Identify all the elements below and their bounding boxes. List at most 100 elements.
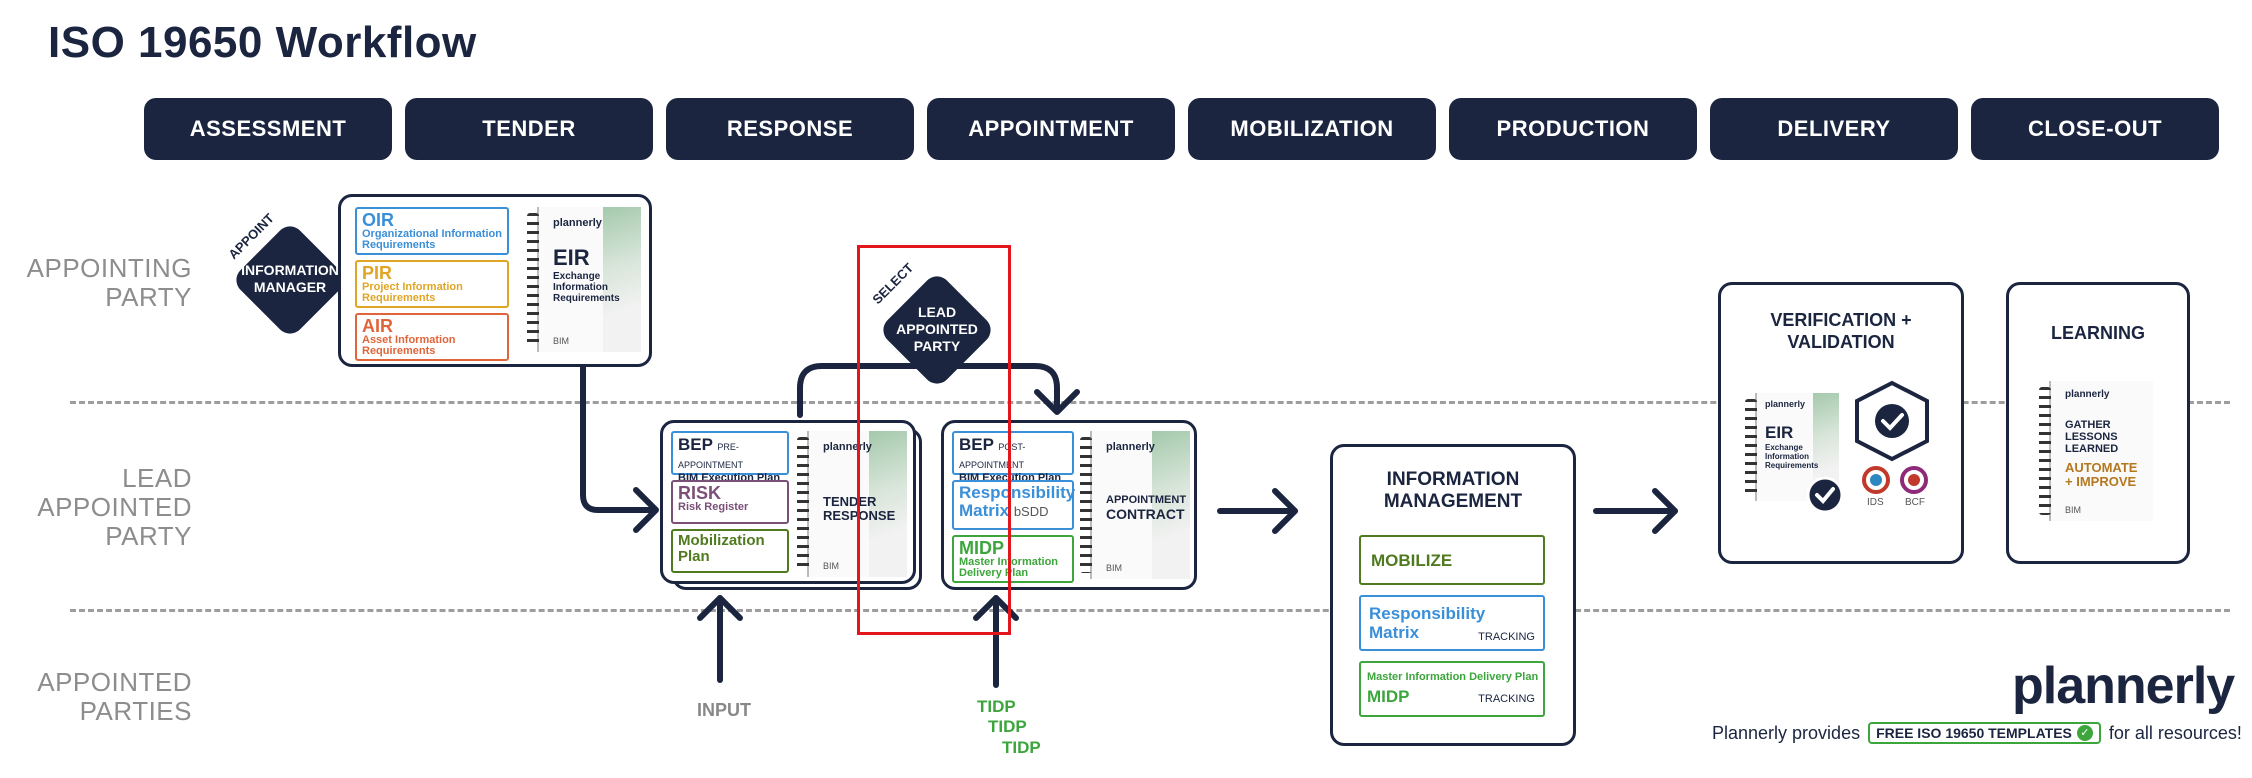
midp-abbr: MIDP bbox=[959, 538, 1004, 558]
swimlane-divider bbox=[70, 609, 2230, 612]
spiral-binding bbox=[2039, 387, 2051, 515]
book-accent-line: + IMPROVE bbox=[2065, 474, 2137, 489]
mobilization-plan-box[interactable]: Mobilization Plan bbox=[671, 529, 789, 573]
responsibility-tracking-box[interactable]: Responsibility Matrix TRACKING bbox=[1359, 595, 1545, 651]
mobilize-box[interactable]: MOBILIZE bbox=[1359, 535, 1545, 585]
cube-check-icon bbox=[1855, 380, 1929, 462]
input-label: INPUT bbox=[697, 700, 751, 720]
phase-assessment[interactable]: ASSESSMENT bbox=[144, 98, 392, 160]
oir-abbr: OIR bbox=[362, 210, 395, 230]
responsibility-matrix-box[interactable]: Responsibility Matrix bSDD bbox=[952, 480, 1076, 530]
tracking-label: TRACKING bbox=[1478, 693, 1535, 705]
row-label-line: APPOINTED bbox=[37, 667, 192, 697]
risk-text: Risk Register bbox=[678, 501, 749, 513]
info-mgmt-title: INFORMATION MANAGEMENT bbox=[1333, 469, 1573, 513]
row-label-line: LEAD bbox=[122, 463, 192, 493]
row-label-line: PARTY bbox=[105, 282, 192, 312]
book-subtitle-line: Requirements bbox=[1765, 461, 1819, 470]
risk-box[interactable]: RISK Risk Register bbox=[671, 480, 789, 524]
bep-tag: PRE-APPOINTMENT bbox=[678, 442, 744, 470]
phase-production[interactable]: PRODUCTION bbox=[1449, 98, 1697, 160]
book-subtitle-line: Information bbox=[553, 282, 608, 293]
book-subtitle-line: Exchange bbox=[1765, 443, 1803, 452]
bsdd-logo: bSDD bbox=[1013, 504, 1049, 519]
phase-appointment[interactable]: APPOINTMENT bbox=[927, 98, 1175, 160]
phase-response[interactable]: RESPONSE bbox=[666, 98, 914, 160]
free-templates-badge[interactable]: FREE ISO 19650 TEMPLATES ✓ bbox=[1868, 722, 2101, 744]
eir-book[interactable]: plannerly EIR Exchange Information Requi… bbox=[527, 207, 641, 352]
spiral-binding bbox=[527, 213, 539, 346]
row-label-appointing-party: APPOINTING PARTY bbox=[27, 254, 192, 312]
book-title: EIR bbox=[553, 245, 590, 270]
row-label-appointed-parties: APPOINTED PARTIES bbox=[37, 668, 192, 726]
book-title-line: APPOINTMENT bbox=[1106, 494, 1187, 506]
tidp-label: TIDP bbox=[1002, 738, 1041, 757]
tidp-label: TIDP bbox=[988, 717, 1027, 736]
oir-text: Requirements bbox=[362, 239, 436, 251]
pir-box[interactable]: PIR Project Information Requirements bbox=[355, 260, 509, 308]
pir-text: Requirements bbox=[362, 292, 436, 304]
phase-tender[interactable]: TENDER bbox=[405, 98, 653, 160]
pir-abbr: PIR bbox=[362, 263, 393, 283]
book-lines: GATHER LESSONS LEARNED bbox=[2065, 419, 2118, 455]
eir-card[interactable]: OIR Organizational Information Requireme… bbox=[338, 194, 652, 367]
information-manager-label: INFORMATION MANAGER bbox=[232, 262, 348, 296]
midp-tracking-box[interactable]: Master Information Delivery Plan MIDP TR… bbox=[1359, 661, 1545, 717]
resp-line: Responsibility bbox=[1369, 604, 1486, 623]
appointment-card[interactable]: BEP POST-APPOINTMENT BIM Execution Plan … bbox=[941, 420, 1197, 590]
row-label-line: PARTIES bbox=[79, 696, 192, 726]
plannerly-logo[interactable]: plannerly bbox=[2012, 657, 2235, 715]
oir-text: Organizational Information bbox=[362, 228, 502, 240]
phase-close-out[interactable]: CLOSE-OUT bbox=[1971, 98, 2219, 160]
book-cover-art bbox=[869, 431, 907, 577]
lessons-learned-book[interactable]: plannerly GATHER LESSONS LEARNED AUTOMAT… bbox=[2039, 381, 2153, 521]
oir-box[interactable]: OIR Organizational Information Requireme… bbox=[355, 207, 509, 255]
book-title: EIR bbox=[1765, 423, 1794, 442]
book-cover-art bbox=[1152, 431, 1190, 579]
label-line: INFORMATION bbox=[241, 262, 339, 278]
resp-line: Matrix bbox=[1369, 623, 1420, 642]
book-accent: AUTOMATE + IMPROVE bbox=[2065, 461, 2137, 489]
book-subtitle-line: Requirements bbox=[553, 293, 620, 304]
bep-abbr: BEP bbox=[678, 435, 713, 454]
title-line: VERIFICATION + bbox=[1770, 310, 1912, 330]
book-line: LESSONS bbox=[2065, 431, 2118, 443]
phase-mobilization[interactable]: MOBILIZATION bbox=[1188, 98, 1436, 160]
information-management-card[interactable]: INFORMATION MANAGEMENT MOBILIZE Responsi… bbox=[1330, 444, 1576, 746]
bep-tag: POST-APPOINTMENT bbox=[959, 442, 1026, 470]
book-title: APPOINTMENT CONTRACT bbox=[1106, 493, 1186, 521]
spiral-binding bbox=[1745, 399, 1757, 495]
learning-title: LEARNING bbox=[2051, 323, 2145, 343]
book-subtitle-line: Information bbox=[1765, 452, 1809, 461]
midp-text: MIDP bbox=[1367, 687, 1410, 706]
book-brand: plannerly bbox=[553, 217, 602, 229]
bep-abbr: BEP bbox=[959, 435, 994, 454]
ids-label: IDS bbox=[1867, 497, 1884, 508]
air-box[interactable]: AIR Asset Information Requirements bbox=[355, 313, 509, 361]
bep-pre-box[interactable]: BEP PRE-APPOINTMENT BIM Execution Plan bbox=[671, 431, 789, 484]
resp-text: Responsibility bbox=[959, 483, 1076, 502]
tender-response-card[interactable]: BEP PRE-APPOINTMENT BIM Execution Plan R… bbox=[660, 420, 916, 584]
title-line: INFORMATION bbox=[1386, 469, 1520, 490]
appointment-contract-book[interactable]: plannerly APPOINTMENT CONTRACT BIM bbox=[1080, 431, 1190, 579]
book-footer: BIM bbox=[2065, 505, 2082, 515]
mobilization-text: Plan bbox=[678, 548, 710, 565]
phase-delivery[interactable]: DELIVERY bbox=[1710, 98, 1958, 160]
footer-note: Plannerly provides FREE ISO 19650 TEMPLA… bbox=[1712, 722, 2242, 744]
risk-abbr: RISK bbox=[678, 483, 722, 503]
verification-card[interactable]: VERIFICATION + VALIDATION plannerly EIR … bbox=[1718, 282, 1964, 564]
selection-highlight bbox=[857, 245, 1011, 635]
book-accent-line: AUTOMATE bbox=[2065, 460, 2138, 475]
resp-text: Matrix bbox=[959, 501, 1010, 520]
verification-title: VERIFICATION + VALIDATION bbox=[1721, 309, 1961, 353]
book-brand: plannerly bbox=[1106, 441, 1155, 453]
bcf-logo-icon bbox=[1900, 466, 1928, 494]
page-title: ISO 19650 Workflow bbox=[48, 18, 477, 67]
row-label-line: PARTY bbox=[105, 521, 192, 551]
learning-card[interactable]: LEARNING plannerly GATHER LESSONS LEARNE… bbox=[2006, 282, 2190, 564]
resp-text: Responsibility Matrix bbox=[1369, 604, 1485, 642]
air-text: Requirements bbox=[362, 345, 436, 357]
book-subtitle: Exchange Information Requirements bbox=[553, 271, 620, 304]
label-line: PARTY bbox=[913, 338, 961, 354]
